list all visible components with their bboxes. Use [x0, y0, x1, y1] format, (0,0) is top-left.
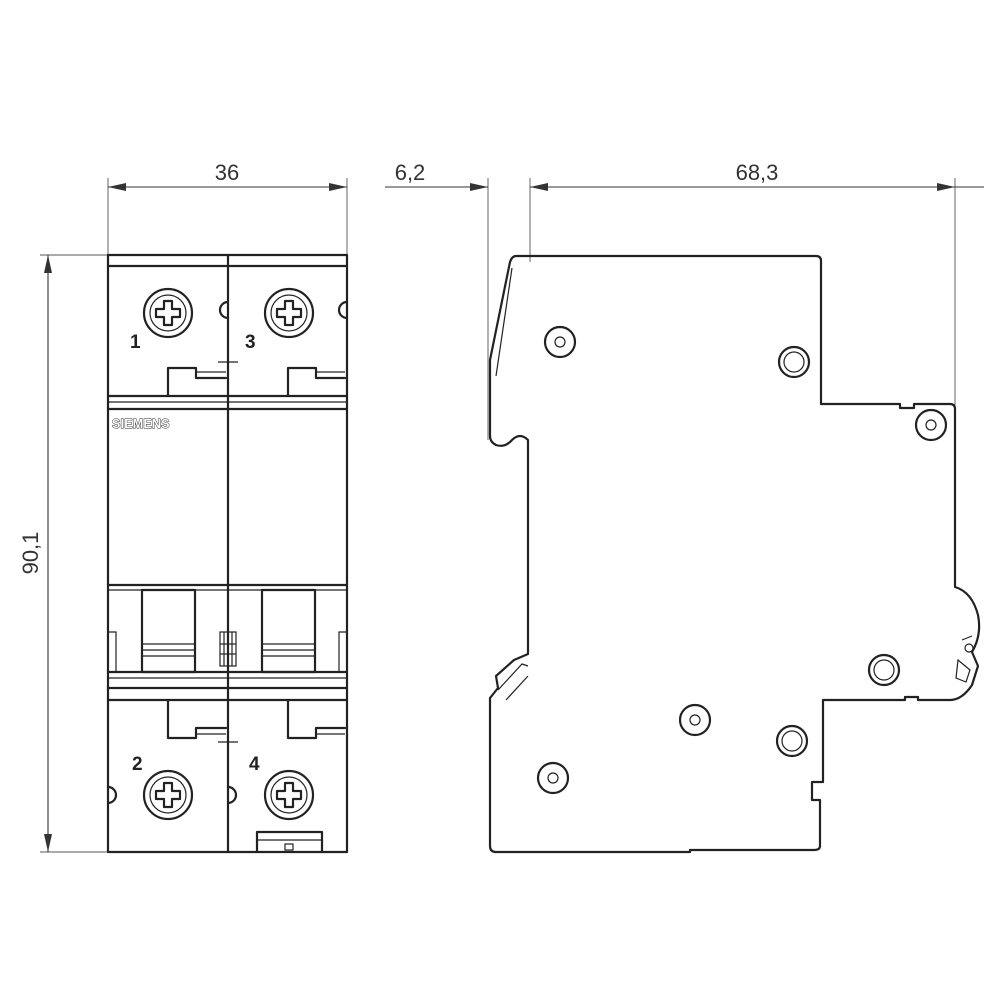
terminal-screw-icon — [263, 287, 315, 339]
terminal-screw-icon — [142, 769, 194, 821]
handle-tie — [219, 631, 237, 667]
terminal-screw-icon — [263, 769, 315, 821]
din-rail-clip — [255, 830, 324, 854]
side-housing-outline — [488, 254, 981, 854]
dimension-width-front: 36 — [107, 160, 348, 255]
brand-logo: SIEMENS — [112, 417, 170, 431]
terminal-label-1: 1 — [130, 332, 141, 353]
terminal-label-4: 4 — [249, 754, 260, 775]
terminal-label-2: 2 — [132, 754, 143, 775]
rivet-icon — [543, 325, 577, 359]
toggle-lever-right — [260, 588, 317, 674]
dimension-label-width: 36 — [215, 160, 239, 185]
rivet-icon — [775, 724, 809, 758]
dimension-label-din-offset: 6,2 — [395, 160, 426, 185]
dimension-din-offset: 6,2 — [385, 160, 984, 440]
front-view: 1 3 SIEMENS — [106, 253, 349, 854]
dimension-label-depth: 68,3 — [736, 160, 779, 185]
terminal-label-3: 3 — [245, 332, 256, 353]
toggle-lever-left — [140, 588, 197, 674]
rivet-icon — [536, 761, 570, 795]
terminal-screw-icon — [142, 287, 194, 339]
dimension-depth: 68,3 — [736, 160, 956, 405]
rivet-icon — [914, 408, 948, 442]
rivet-icon — [867, 653, 901, 687]
rivet-icon — [678, 703, 712, 737]
side-view — [488, 254, 981, 854]
dimension-label-height: 90,1 — [18, 532, 43, 575]
dimension-height: 90,1 — [18, 254, 108, 853]
rivet-icon — [777, 345, 811, 379]
